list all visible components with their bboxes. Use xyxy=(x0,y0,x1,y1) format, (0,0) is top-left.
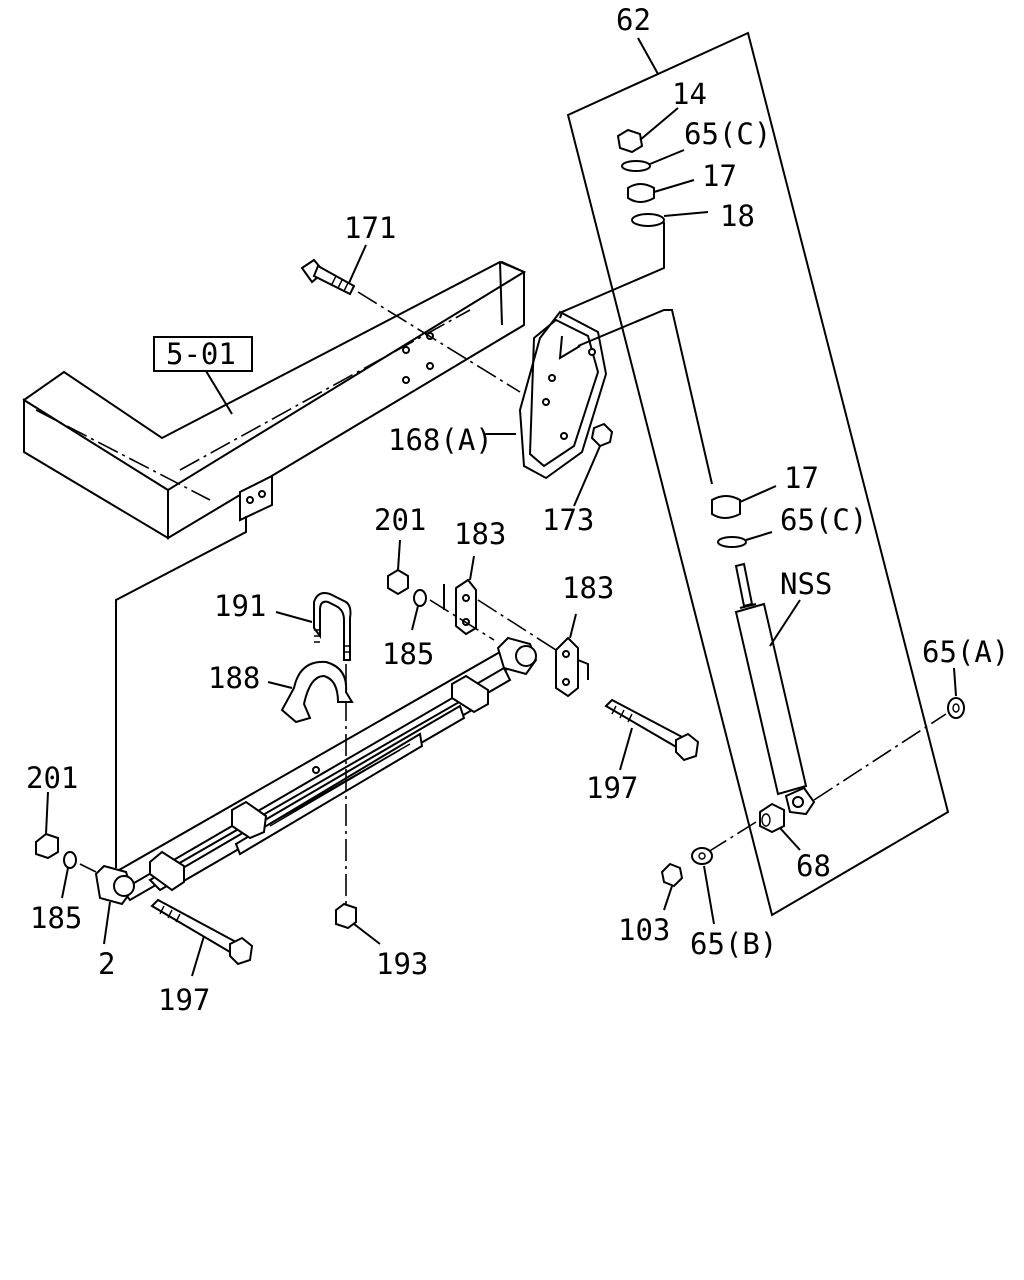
label-17-mid[interactable]: 17 xyxy=(784,461,819,495)
label-201-left[interactable]: 201 xyxy=(26,761,78,795)
nut-14 xyxy=(616,128,644,154)
top-mount-stack xyxy=(616,107,709,227)
label-18[interactable]: 18 xyxy=(720,199,755,233)
shackle-183-a xyxy=(443,555,477,636)
label-193[interactable]: 193 xyxy=(376,947,428,981)
label-191[interactable]: 191 xyxy=(214,589,266,623)
label-197-right[interactable]: 197 xyxy=(586,771,638,805)
washer-65c-top xyxy=(621,160,651,172)
nut-103 xyxy=(660,862,684,911)
callout-labels: 62 14 65(C) 17 18 171 5-01 168(A) 173 17… xyxy=(26,3,1009,1017)
label-168a[interactable]: 168(A) xyxy=(388,423,493,457)
label-197-left[interactable]: 197 xyxy=(158,983,210,1017)
label-2[interactable]: 2 xyxy=(98,947,115,981)
saddle-188 xyxy=(267,660,354,724)
shock-absorber xyxy=(734,562,947,816)
label-65c-mid[interactable]: 65(C) xyxy=(780,503,867,537)
label-171[interactable]: 171 xyxy=(344,211,396,245)
label-201-top[interactable]: 201 xyxy=(374,503,426,537)
frame-rail xyxy=(22,260,527,540)
label-65c-top[interactable]: 65(C) xyxy=(684,117,771,151)
washer-65b xyxy=(691,847,715,925)
nut-173 xyxy=(573,422,614,507)
u-bolt-191 xyxy=(275,592,352,906)
bushing-17-mid xyxy=(711,495,741,519)
label-65b[interactable]: 65(B) xyxy=(690,927,777,961)
label-17-top[interactable]: 17 xyxy=(702,159,737,193)
label-14[interactable]: 14 xyxy=(672,77,707,111)
washer-65c-mid xyxy=(717,536,747,548)
bushing-17-top xyxy=(627,183,655,203)
shackle-183-b xyxy=(477,599,589,698)
washer-185-left xyxy=(61,851,97,899)
bolt-171 xyxy=(300,244,521,393)
bolt-197-left xyxy=(150,898,254,977)
label-185-top[interactable]: 185 xyxy=(382,637,434,671)
label-nss[interactable]: NSS xyxy=(780,567,832,601)
nut-201-left xyxy=(35,791,59,860)
leaf-spring xyxy=(94,516,538,945)
bracket-168a xyxy=(484,222,713,485)
washer-185-top xyxy=(411,589,495,641)
retainer-18 xyxy=(631,213,665,227)
nut-201-top xyxy=(387,539,409,596)
label-185-left[interactable]: 185 xyxy=(30,901,82,935)
label-103[interactable]: 103 xyxy=(618,913,670,947)
label-5-01[interactable]: 5-01 xyxy=(166,337,236,371)
ref-box-5-01[interactable] xyxy=(153,336,253,372)
lower-mount-stack xyxy=(711,485,777,548)
label-183-a[interactable]: 183 xyxy=(454,517,506,551)
label-62[interactable]: 62 xyxy=(616,3,651,37)
label-173[interactable]: 173 xyxy=(542,503,594,537)
label-183-b[interactable]: 183 xyxy=(562,571,614,605)
washer-65a xyxy=(947,667,965,719)
kit-62-frame xyxy=(566,31,950,917)
label-68[interactable]: 68 xyxy=(796,849,831,883)
bushing-68 xyxy=(707,802,801,853)
label-65a[interactable]: 65(A) xyxy=(922,635,1009,669)
nut-193 xyxy=(335,902,381,945)
label-188[interactable]: 188 xyxy=(208,661,260,695)
bolt-197-right xyxy=(604,698,700,771)
